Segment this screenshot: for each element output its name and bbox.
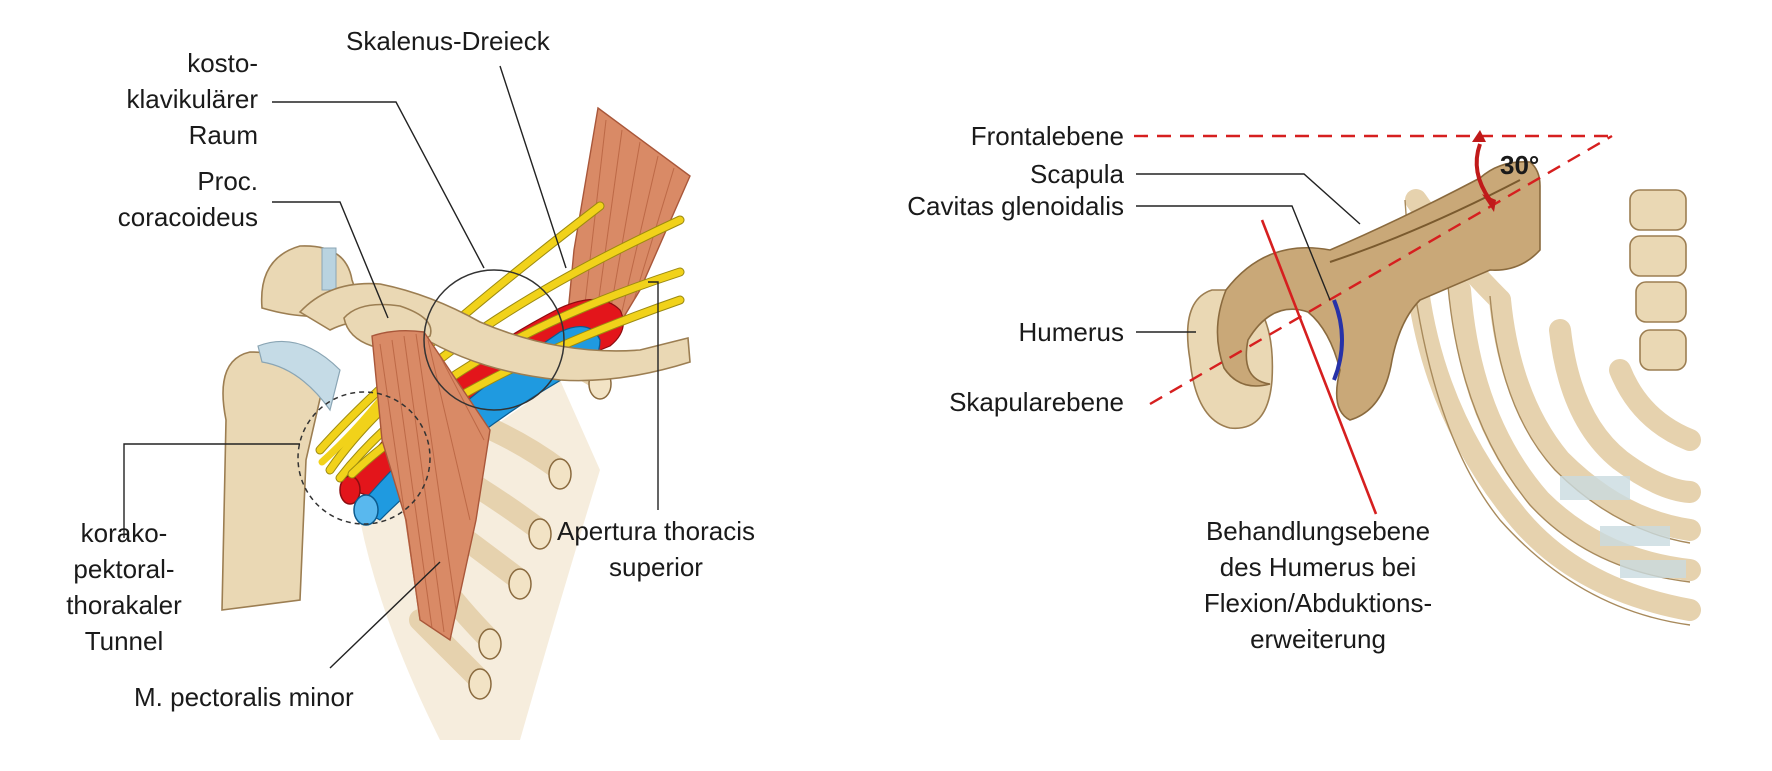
leader-scapula [1136, 173, 1361, 225]
vertebral-column [1629, 189, 1687, 371]
label-korako-1: korako- [81, 518, 168, 548]
label-proc-2: coracoideus [118, 202, 258, 232]
left-panel-thoracic-outlet: Skalenus-Dreieck kosto- klavikulärer Rau… [66, 26, 755, 740]
label-behandlung-3: Flexion/Abduktions- [1204, 588, 1432, 618]
vein-cut-end [353, 494, 379, 526]
label-behandlung-2: des Humerus bei [1220, 552, 1417, 582]
costoclavicular-circle [423, 269, 565, 411]
right-panel-scapular-plane: Frontalebene Scapula Cavitas glenoidalis… [907, 121, 1701, 654]
pectoralis-fibers [379, 333, 485, 633]
label-behandlung-1: Behandlungsebene [1206, 516, 1430, 546]
label-kosto-1: kosto- [187, 48, 258, 78]
label-korako-4: Tunnel [85, 626, 164, 656]
scapula-bone [1216, 161, 1541, 421]
ac-joint [321, 247, 337, 291]
label-korako-2: pektoral- [73, 554, 174, 584]
leader-korako [123, 443, 300, 538]
glenoid-surface [1332, 299, 1344, 381]
label-apertura-1: Apertura thoracis [557, 516, 755, 546]
scapular-spine [1329, 179, 1521, 263]
label-kosto-3: Raum [189, 120, 258, 150]
leader-kosto [272, 101, 485, 269]
label-behandlung-4: erweiterung [1250, 624, 1386, 654]
label-angle: 30° [1500, 150, 1539, 180]
label-kosto-2: klavikulärer [127, 84, 259, 114]
label-korako-3: thorakaler [66, 590, 182, 620]
label-skapularebene: Skapularebene [949, 387, 1124, 417]
label-pectoralis: M. pectoralis minor [134, 682, 354, 712]
cartilage-1 [1560, 476, 1630, 500]
angle-arrowhead-top [1472, 130, 1486, 142]
cartilage-3 [1620, 560, 1686, 578]
angle-arrow [1474, 143, 1492, 202]
label-scapula: Scapula [1030, 159, 1124, 189]
leader-apertura [648, 281, 659, 510]
leader-skalenus [499, 65, 567, 269]
label-humerus: Humerus [1019, 317, 1124, 347]
leader-proc [272, 201, 389, 319]
label-skalenus: Skalenus-Dreieck [346, 26, 551, 56]
treatment-plane-line [1260, 219, 1378, 515]
leader-cavitas [1136, 205, 1331, 301]
label-apertura-2: superior [609, 552, 703, 582]
coracopectoral-circle [297, 391, 431, 525]
humerus-bone [221, 351, 323, 611]
label-proc-1: Proc. [197, 166, 258, 196]
shoulder-capsule [257, 340, 341, 412]
label-cavitas: Cavitas glenoidalis [907, 191, 1124, 221]
leader-pectoralis [329, 561, 441, 669]
scapular-plane-line [1149, 134, 1613, 406]
angle-arrowhead-bottom [1482, 194, 1496, 212]
label-frontalebene: Frontalebene [971, 121, 1124, 151]
cartilage-2 [1600, 526, 1670, 546]
